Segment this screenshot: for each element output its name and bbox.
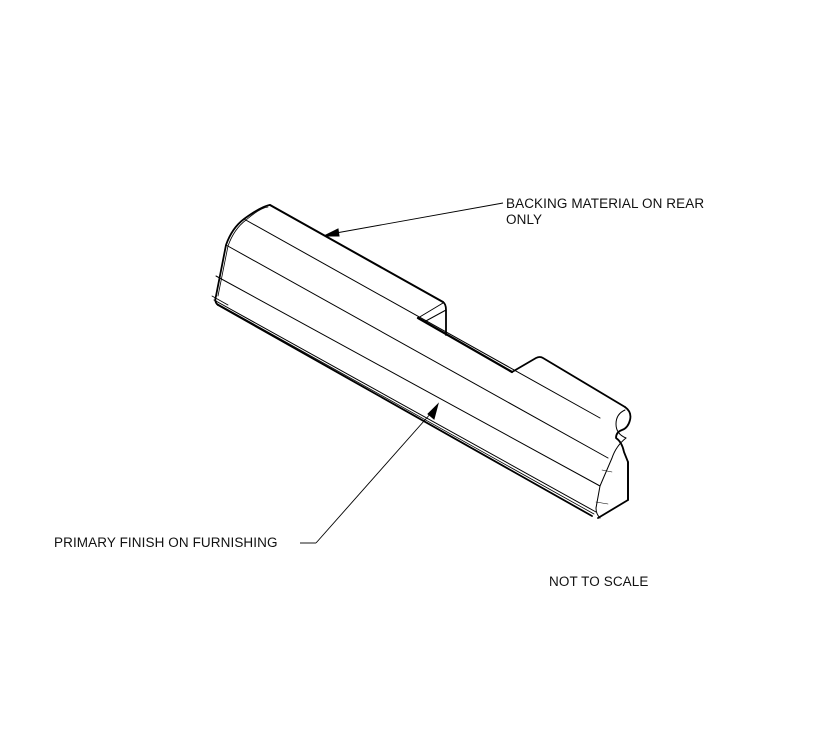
- callout-backing-line1: BACKING MATERIAL ON REAR: [506, 196, 705, 211]
- leader-backing: [323, 202, 504, 237]
- top-front-edge: [243, 218, 601, 419]
- right-end-profile: [597, 406, 632, 519]
- leader-primary: [300, 402, 439, 544]
- step-block: [511, 356, 626, 408]
- bottom-edge: [217, 304, 593, 517]
- callout-backing-line2: ONLY: [506, 212, 543, 227]
- callout-backing-material: BACKING MATERIAL ON REAR ONLY: [506, 196, 704, 228]
- top-back-edge: [269, 204, 444, 303]
- callout-primary-finish: PRIMARY FINISH ON FURNISHING: [54, 535, 278, 550]
- scale-note: NOT TO SCALE: [549, 574, 649, 589]
- left-end-profile: [214, 204, 271, 306]
